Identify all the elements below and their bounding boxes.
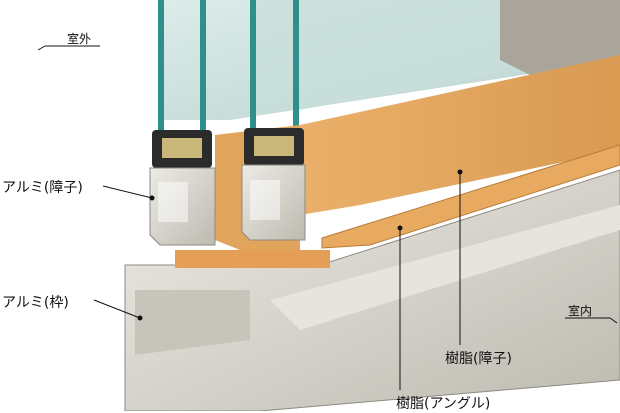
- inner-glass-edge-2: [293, 0, 299, 135]
- pointer-dot-alu-sash: [149, 195, 155, 201]
- aluminum-frame: [124, 169, 620, 411]
- pointer-dot-alu-frame: [137, 315, 143, 321]
- resin-frame-strip: [175, 250, 330, 268]
- aluminum-frame-label: アルミ(枠): [2, 295, 69, 311]
- back-frame: [500, 0, 620, 80]
- outer-glass-edge-2: [200, 0, 206, 135]
- glass-panes: [158, 0, 620, 135]
- inner-glass-edge-1: [250, 0, 256, 135]
- outdoor-label: 室外: [67, 32, 92, 46]
- outer-glass-edge-1: [158, 0, 164, 135]
- pointer-dot-resin-sash: [457, 169, 463, 175]
- indoor-label: 室内: [568, 304, 593, 318]
- aluminum-sash-label: アルミ(障子): [2, 180, 83, 196]
- glass-spacers: [152, 128, 304, 168]
- pointer-dot-resin-angle: [397, 225, 403, 231]
- resin-sash-face: [300, 55, 620, 215]
- leader-lines: [37, 45, 618, 390]
- resin-angle-label: 樹脂(アングル): [396, 396, 491, 412]
- resin-angle-strip: [321, 144, 620, 249]
- aluminum-sash-profiles: [149, 164, 306, 246]
- resin-sash-label: 樹脂(障子): [445, 351, 512, 367]
